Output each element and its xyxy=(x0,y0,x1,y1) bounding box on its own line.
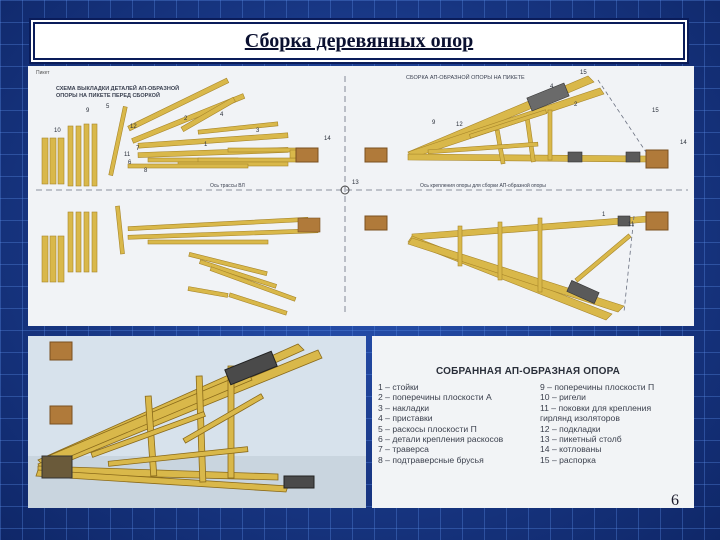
caption-right: СБОРКА АП-ОБРАЗНОЙ ОПОРЫ НА ПИКЕТЕ xyxy=(406,73,525,81)
legend-item: 1 – стойки xyxy=(378,382,419,392)
svg-text:15: 15 xyxy=(580,70,587,76)
caption-left: СХЕМА ВЫКЛАДКИ ДЕТАЛЕЙ АП-ОБРАЗНОЙ ОПОРЫ… xyxy=(56,84,181,99)
svg-text:12: 12 xyxy=(130,124,137,130)
legend-item: 9 – поперечины плоскости П xyxy=(540,382,655,392)
pit-square xyxy=(49,341,73,361)
metal-band xyxy=(283,475,315,489)
svg-text:4: 4 xyxy=(550,84,554,90)
svg-text:14: 14 xyxy=(324,136,331,142)
legend-item: 15 – распорка xyxy=(540,454,596,465)
assembly-lower-group xyxy=(407,215,649,321)
svg-text:12: 12 xyxy=(456,122,463,128)
legend-item: 8 – подтраверсные брусья xyxy=(378,454,484,465)
pit-square xyxy=(364,215,388,231)
assembly-scheme-drawing: Пикет СХЕМА ВЫКЛАДКИ ДЕТАЛЕЙ АП-ОБРАЗНОЙ… xyxy=(36,70,688,321)
pit-square xyxy=(364,147,388,163)
legend-item: 11 – поковки для крепления xyxy=(540,402,652,413)
page-number: 6 xyxy=(671,492,679,509)
svg-text:11: 11 xyxy=(124,152,131,158)
pit-square xyxy=(645,211,669,231)
assembled-support-drawing xyxy=(28,336,366,508)
assembly-scheme-image: Пикет СХЕМА ВЫКЛАДКИ ДЕТАЛЕЙ АП-ОБРАЗНОЙ… xyxy=(28,66,694,326)
part-labels: 10 5 9 12 2 4 3 1 11 7 6 8 14 13 9 12 15… xyxy=(54,70,687,228)
svg-text:10: 10 xyxy=(54,128,61,134)
svg-text:14: 14 xyxy=(680,140,687,146)
svg-text:9: 9 xyxy=(432,120,436,126)
svg-text:2: 2 xyxy=(574,102,578,108)
legend-title: СОБРАННАЯ АП-ОБРАЗНАЯ ОПОРА xyxy=(436,366,620,377)
svg-text:4: 4 xyxy=(220,112,224,118)
assembled-support-photo xyxy=(28,336,366,508)
svg-text:13: 13 xyxy=(352,180,359,186)
svg-text:7: 7 xyxy=(136,146,140,152)
legend-item: 3 – накладки xyxy=(378,402,430,413)
guide-line xyxy=(597,79,647,153)
svg-text:11: 11 xyxy=(628,222,635,228)
svg-text:1: 1 xyxy=(602,212,606,218)
svg-text:6: 6 xyxy=(128,160,132,166)
legend-item: 10 – ригели xyxy=(540,392,586,403)
base-bracket xyxy=(41,455,73,479)
legend-item: 13 – пикетный столб xyxy=(540,434,622,445)
svg-text:3: 3 xyxy=(256,128,260,134)
legend-item: 14 – котлованы xyxy=(540,444,602,455)
svg-text:8: 8 xyxy=(144,168,148,174)
svg-text:2: 2 xyxy=(184,116,188,122)
corner-note: Пикет xyxy=(36,70,50,76)
slide-title-box: Сборка деревянных опор xyxy=(33,22,685,60)
svg-text:15: 15 xyxy=(652,108,659,114)
parts-upper-group xyxy=(41,77,299,187)
legend-item: 7 – траверса xyxy=(378,444,429,455)
legend-item: 4 – приставки xyxy=(378,413,433,424)
legend-item: гирлянд изоляторов xyxy=(540,413,620,424)
legend-item: 5 – раскосы плоскости П xyxy=(378,423,477,434)
picket-marker xyxy=(340,185,350,195)
metal-band xyxy=(224,350,278,386)
axis-label-right: Ось крепления опоры для сборки АП-образн… xyxy=(420,182,546,189)
guide-line xyxy=(623,215,635,313)
legend-list: 1 – стойки 9 – поперечины плоскости П 2 … xyxy=(378,382,690,465)
pit-square xyxy=(49,405,73,425)
slide-title: Сборка деревянных опор xyxy=(244,29,474,52)
svg-text:5: 5 xyxy=(106,104,110,110)
parts-lower-group xyxy=(41,205,321,316)
pit-square xyxy=(295,147,319,163)
pit-square xyxy=(645,149,669,169)
assembly-upper-group xyxy=(407,75,649,165)
axis-label-left: Ось трассы ВЛ xyxy=(210,183,245,189)
svg-text:1: 1 xyxy=(204,142,208,148)
legend-item: 2 – поперечины плоскости А xyxy=(378,392,492,403)
svg-text:9: 9 xyxy=(86,108,90,114)
legend-item: 6 – детали крепления раскосов xyxy=(378,434,504,445)
legend-panel xyxy=(372,336,694,508)
legend-item: 12 – подкладки xyxy=(540,423,601,434)
